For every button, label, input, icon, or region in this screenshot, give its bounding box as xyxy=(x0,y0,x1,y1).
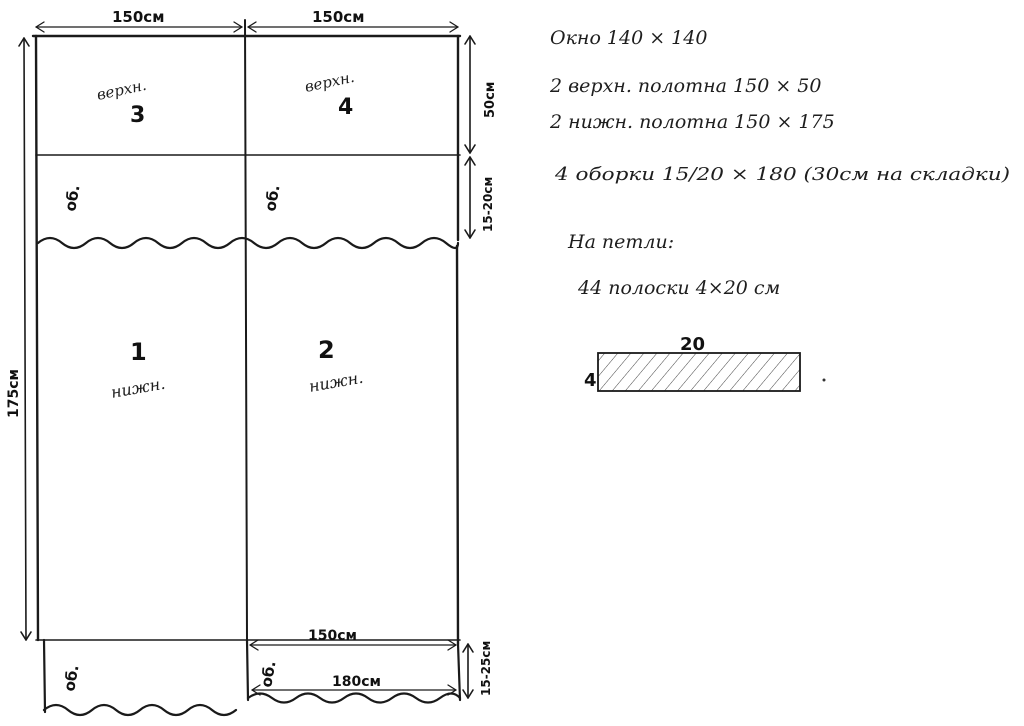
panel-4-number: 4 xyxy=(338,95,353,120)
notes: Окно 140 × 140 2 верхн. полотна 150 × 50… xyxy=(549,27,1010,299)
note-loops-title: На петли: xyxy=(567,231,674,253)
strip-width-label: 4 xyxy=(584,370,597,391)
strip-length-label: 20 xyxy=(680,334,705,355)
bottom-width-label: 150см xyxy=(308,628,357,644)
panel-3-number: 3 xyxy=(130,103,145,128)
arrowheads-bottom-inner-width xyxy=(251,684,457,696)
top-width-right-label: 150см xyxy=(312,8,364,26)
left-edge-upper xyxy=(34,34,40,642)
arrowheads-height-total xyxy=(18,37,32,641)
arrowheads-height-frill xyxy=(464,156,476,239)
height-top-label: 50см xyxy=(483,82,498,118)
height-bottom-frill-label: 15-25см xyxy=(479,641,493,696)
panel-1-number: 1 xyxy=(130,338,147,366)
frill-mark-lower-left: об. xyxy=(60,663,82,692)
arrowheads-top-right xyxy=(247,21,459,33)
left-bottom-frill-edge xyxy=(42,638,47,714)
strip-rectangle xyxy=(597,352,801,392)
note-frills: 4 оборки 15/20 × 180 (30см на складки) xyxy=(554,164,1010,185)
panel-2-number: 2 xyxy=(318,336,335,364)
panel-3-word: верхн. xyxy=(95,76,148,104)
upper-frill-wavy-edge xyxy=(36,236,460,250)
arrowheads-top-left xyxy=(35,21,243,33)
arrowheads-bottom-width xyxy=(249,639,457,651)
ink-dot xyxy=(822,378,826,382)
frill-mark-lower-right: об. xyxy=(257,659,279,688)
panel-2-word: нижн. xyxy=(307,368,364,396)
arrowheads-height-bottom-frill xyxy=(462,643,474,699)
arrowheads-height-top xyxy=(464,35,476,154)
right-bottom-frill-edge xyxy=(456,642,462,702)
arrow-height-total xyxy=(23,37,27,641)
note-top-panels: 2 верхн. полотна 150 × 50 xyxy=(549,75,821,97)
panel-4-word: верхн. xyxy=(303,68,356,96)
panel-1-word: нижн. xyxy=(109,374,166,402)
height-total-label: 175см xyxy=(6,369,22,418)
bottom-inner-width-label: 180см xyxy=(332,674,381,690)
top-width-left-label: 150см xyxy=(112,8,164,26)
center-divider xyxy=(244,19,248,641)
frill-mark-upper-right: об. xyxy=(261,183,283,212)
center-bottom-frill-edge xyxy=(245,638,250,702)
height-frill-label: 15-20см xyxy=(481,177,495,232)
note-bottom-panels: 2 нижн. полотна 150 × 175 xyxy=(549,111,835,133)
curtain-outline xyxy=(31,19,462,717)
frill-mark-upper-left: об. xyxy=(61,183,83,212)
right-edge-lower xyxy=(455,244,460,646)
note-loops-strips: 44 полоски 4×20 см xyxy=(577,277,780,299)
note-window: Окно 140 × 140 xyxy=(550,27,707,49)
loop-strip-sketch: 20 4 xyxy=(584,334,826,392)
left-bottom-frill-wavy xyxy=(42,703,238,717)
dimension-arrows xyxy=(18,21,476,699)
right-bottom-frill-wavy xyxy=(246,692,462,704)
